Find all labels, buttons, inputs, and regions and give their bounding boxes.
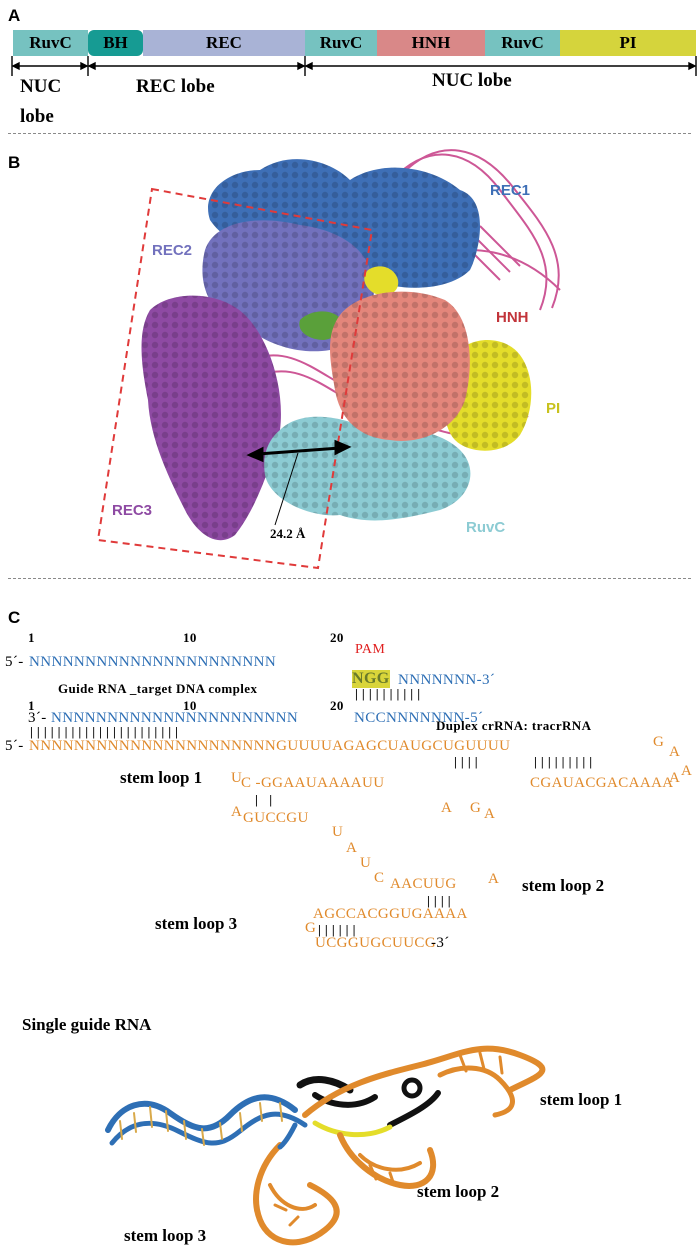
rna-prefix: 5´- xyxy=(5,738,24,754)
sl1-a-tail2: A xyxy=(681,763,693,779)
domain-rec: REC xyxy=(143,30,305,56)
distance-label: 24.2 Å xyxy=(270,526,306,541)
pos-1b: 1 xyxy=(28,698,35,713)
sl3-bottom-tail: -3´ xyxy=(431,935,450,951)
hnh-label: HNH xyxy=(496,309,529,326)
single-guide-rna-title: Single guide RNA xyxy=(22,1015,152,1034)
model-stem-loop-1-label: stem loop 1 xyxy=(540,1090,623,1109)
pairing-bars: | | | | | | | | | | | | | | | | | | | | … xyxy=(30,724,179,739)
domain-label: HNH xyxy=(411,33,451,52)
stem-loop-1-bars-a: | | | | xyxy=(454,754,479,769)
stem-loop-2-bars: | | | | xyxy=(427,893,452,908)
stem-loop-1-bars-c: | | xyxy=(255,792,273,807)
gaa-a2: A xyxy=(441,800,453,816)
ruvc-label: RuvC xyxy=(466,519,506,536)
dna-top-seq: NNNNNNNNNNNNNNNNNNNNNN xyxy=(29,654,277,670)
dna-bottom-prefix: 3´- xyxy=(28,710,47,726)
gaa-g: G xyxy=(470,800,482,816)
sl3-bottom: UCGGUGCUUCG xyxy=(315,935,437,951)
dna-bottom-seq: NNNNNNNNNNNNNNNNNNNNNN xyxy=(51,710,299,726)
sl1-a-tail: A xyxy=(669,770,681,786)
diag-c: C xyxy=(374,870,385,886)
distance-arrow xyxy=(246,439,352,463)
sl1-u: U xyxy=(231,770,243,786)
domain-label: RuvC xyxy=(319,33,363,52)
domain-hnh: HNH xyxy=(377,30,485,56)
bh-domain xyxy=(299,311,343,340)
domain-ruvc-3: RuvC xyxy=(485,30,560,56)
rna-loop-g: G xyxy=(653,734,665,750)
duplex-title: Duplex crRNA: tracrRNA xyxy=(436,718,592,733)
sl1-right: CGAUACGACAAAA xyxy=(530,775,674,791)
stem-loop-1-bars-b: | | | | | | | | | xyxy=(534,754,593,769)
aacuug: AACUUG xyxy=(390,876,457,892)
pam-label: PAM xyxy=(355,642,386,657)
stem-loop-3-bars: | | | | | | xyxy=(318,922,356,937)
pos-1: 1 xyxy=(28,630,35,645)
diag-a: A xyxy=(346,840,358,856)
pi-label: PI xyxy=(546,400,561,417)
ngg-tail-seq: NNNNNNN-3´ xyxy=(398,672,496,688)
stem-loop-2-label: stem loop 2 xyxy=(522,876,605,895)
rec-lobe-box xyxy=(96,187,374,570)
aacuug-a: A xyxy=(488,871,500,887)
sl3-g: G xyxy=(305,920,317,936)
diag-u1: U xyxy=(332,824,344,840)
pos-10b: 10 xyxy=(183,698,197,713)
domain-ruvc-2: RuvC xyxy=(305,30,377,56)
panel-c-letter: C xyxy=(8,608,21,627)
nuc-lobe-left-label-1: NUC xyxy=(20,76,62,97)
domain-label: PI xyxy=(619,33,637,52)
stem-loop-1-label: stem loop 1 xyxy=(120,768,203,787)
pos-20: 20 xyxy=(330,630,344,645)
rec3-label: REC3 xyxy=(112,502,153,519)
divider-ab xyxy=(8,133,691,134)
dna-top-prefix: 5´- xyxy=(5,654,24,670)
sl1-a: A xyxy=(231,804,243,820)
domain-ruvc-1: RuvC xyxy=(13,30,88,56)
domain-pi: PI xyxy=(560,30,696,56)
divider-bc xyxy=(8,578,691,579)
dna-bottom-tail: NCCNNNNNNN-5´ xyxy=(354,710,484,726)
nuc-lobe-right-label: NUC lobe xyxy=(432,70,512,91)
cas9-structure xyxy=(96,149,561,570)
sgrna-3d-model xyxy=(105,1045,546,1246)
rna-seq: NNNNNNNNNNNNNNNNNNNNNNGUUUUAGAGCUAUGCUGU… xyxy=(29,738,511,754)
domain-label: BH xyxy=(103,33,128,52)
rec-lobe-label: REC lobe xyxy=(136,76,215,97)
sl1-line: C -GGAAUAAAAUU xyxy=(241,775,385,791)
model-stem-loop-3-label: stem loop 3 xyxy=(124,1226,207,1245)
panel-b-letter: B xyxy=(8,153,21,172)
stem-loop-3-label: stem loop 3 xyxy=(155,914,238,933)
domain-label: RuvC xyxy=(29,33,72,52)
ngg-pam: NGG xyxy=(352,670,390,688)
lobe-arrows xyxy=(11,56,697,76)
panel-a-letter: A xyxy=(8,6,21,25)
pos-10: 10 xyxy=(183,630,197,645)
model-stem-loop-2-label: stem loop 2 xyxy=(417,1182,500,1201)
gaa-a1: A xyxy=(484,806,496,822)
diag-u2: U xyxy=(360,855,372,871)
ngg-bars: | | | | | | | | | | xyxy=(355,686,421,701)
rec2-label: REC2 xyxy=(152,242,193,259)
agcc-line: AGCCACGGUGAAAA xyxy=(313,906,468,922)
domain-bh: BH xyxy=(88,30,143,56)
rna-loop-a: A xyxy=(669,744,681,760)
pos-20b: 20 xyxy=(330,698,344,713)
domain-label: REC xyxy=(206,33,242,52)
sl1-gucc: GUCCGU xyxy=(243,810,309,826)
nuc-lobe-left-label-2: lobe xyxy=(20,106,54,127)
guide-rna-title: Guide RNA _target DNA complex xyxy=(58,681,258,696)
domain-label: RuvC xyxy=(501,33,544,52)
rec1-label: REC1 xyxy=(490,182,531,199)
